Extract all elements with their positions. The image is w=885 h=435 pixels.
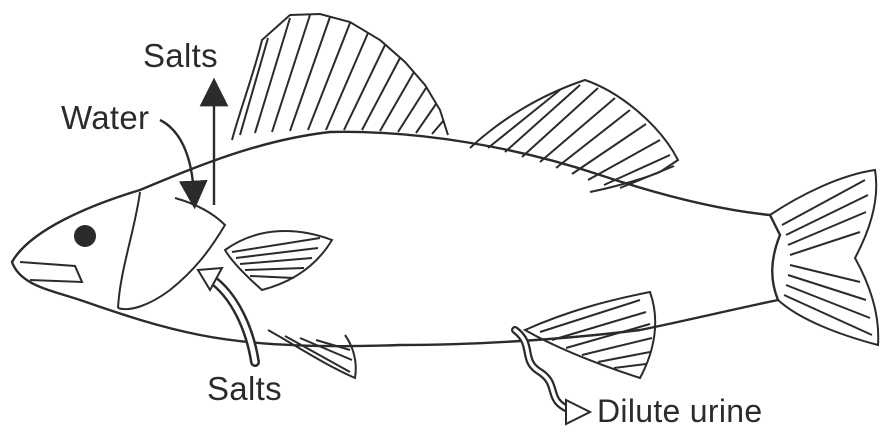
salts-in-label: Salts bbox=[207, 370, 282, 408]
water-in-arrow bbox=[160, 120, 194, 195]
fish-body-outline bbox=[12, 132, 780, 346]
urine-label: Dilute urine bbox=[597, 393, 762, 430]
tail-fin bbox=[770, 170, 878, 345]
pectoral-fin bbox=[225, 231, 332, 290]
dorsal-fin-spiny bbox=[232, 14, 448, 140]
salts-in-arrow bbox=[198, 268, 255, 362]
water-in-label: Water bbox=[61, 99, 149, 137]
eye bbox=[74, 225, 96, 247]
salts-out-label: Salts bbox=[143, 37, 218, 75]
dorsal-fin-soft bbox=[470, 80, 678, 192]
